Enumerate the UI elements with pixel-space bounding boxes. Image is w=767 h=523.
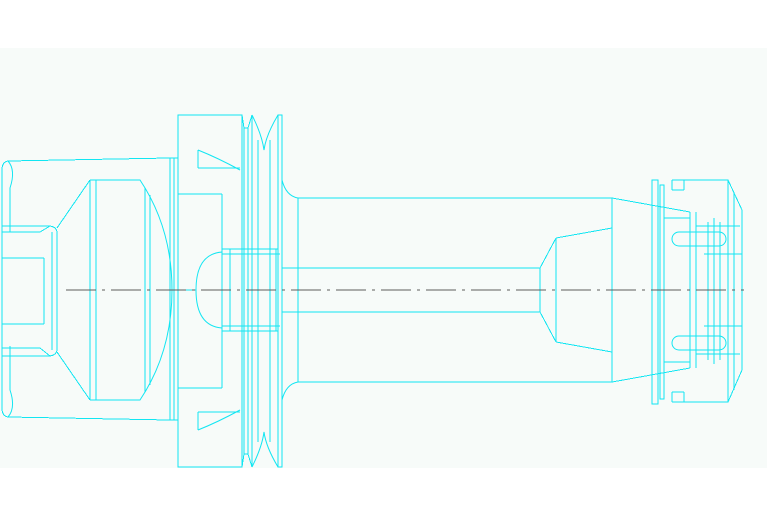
drawing-background xyxy=(0,48,767,468)
